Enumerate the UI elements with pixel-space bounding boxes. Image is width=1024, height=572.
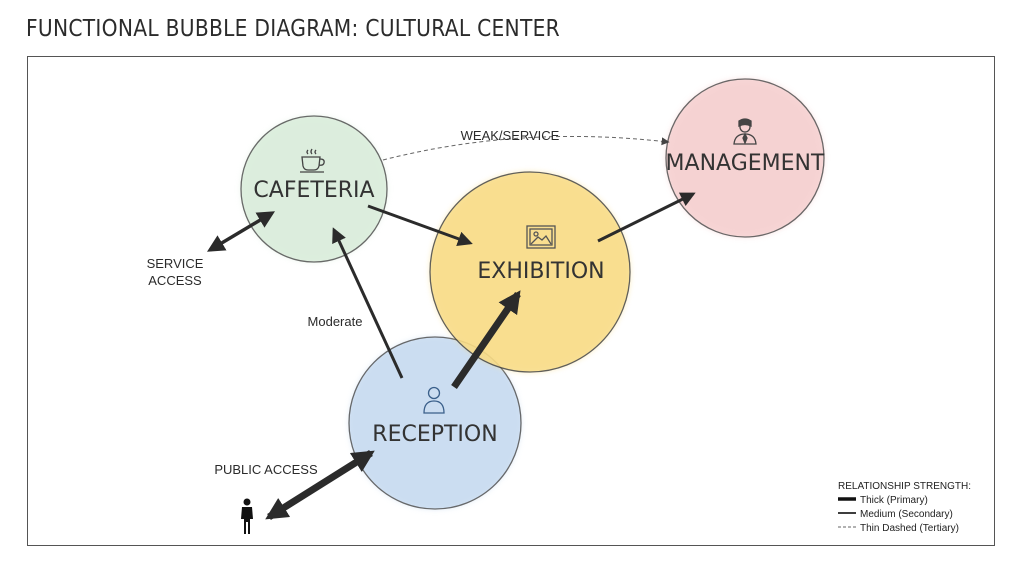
legend-medium-label: Medium (Secondary) — [860, 509, 953, 520]
reception-label: RECEPTION — [372, 422, 497, 447]
legend: RELATIONSHIP STRENGTH: Thick (Primary) M… — [838, 481, 971, 534]
exhibition-management-link — [597, 192, 696, 243]
person-icon — [423, 386, 445, 414]
weak-service-label: WEAK/SERVICE — [461, 128, 560, 143]
public-access-link — [265, 450, 375, 520]
weak-service-link — [382, 135, 670, 161]
cafeteria-exhibition-link — [367, 204, 473, 246]
coffee-cup-icon — [300, 148, 325, 173]
cafeteria-label: CAFETERIA — [253, 178, 374, 203]
exhibition-bubble — [429, 171, 631, 373]
public-access-label: PUBLIC ACCESS — [214, 462, 318, 477]
reception-cafeteria-link — [332, 227, 404, 379]
page-title: FUNCTIONAL BUBBLE DIAGRAM: CULTURAL CENT… — [26, 16, 560, 42]
exhibition-label: EXHIBITION — [477, 259, 604, 284]
legend-thick-label: Thick (Primary) — [860, 495, 928, 506]
reception-bubble — [348, 336, 522, 510]
cafeteria-bubble — [240, 115, 388, 263]
reception-exhibition-link — [451, 290, 521, 389]
legend-thin-label: Thin Dashed (Tertiary) — [860, 523, 959, 534]
manager-person-icon — [733, 118, 757, 145]
picture-frame-icon — [526, 225, 556, 249]
service-access-label-line1: SERVICE — [147, 256, 204, 271]
standing-person-icon — [241, 498, 253, 534]
management-bubble — [665, 78, 825, 238]
service-access-link — [206, 211, 276, 252]
legend-title: RELATIONSHIP STRENGTH: — [838, 481, 971, 492]
management-label: MANAGEMENT — [666, 151, 825, 176]
diagram-frame — [27, 56, 995, 546]
service-access-label-line2: ACCESS — [148, 273, 202, 288]
moderate-label: Moderate — [308, 314, 363, 329]
